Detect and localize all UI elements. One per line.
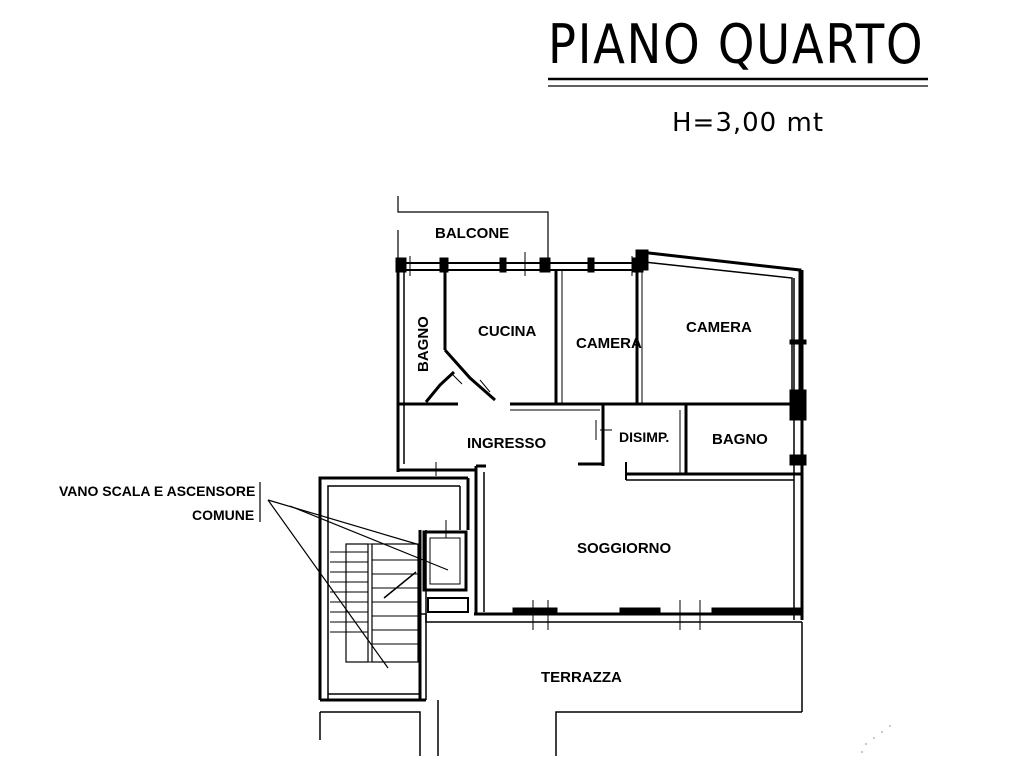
room-label-ingresso: INGRESSO — [467, 435, 547, 452]
page-title: PIANO QUARTO — [548, 13, 925, 76]
room-label-cucina: CUCINA — [478, 323, 536, 340]
room-label-terrazza: TERRAZZA — [541, 669, 622, 686]
annotation-line-1: VANO SCALA E ASCENSORE — [59, 483, 255, 499]
annotation-leaders — [259, 482, 449, 669]
room-label-camera-1: CAMERA — [576, 335, 642, 352]
scan-noise — [861, 725, 891, 753]
room-label-bagno-2: BAGNO — [712, 431, 768, 448]
room-label-balcone: BALCONE — [435, 225, 509, 242]
room-label-camera-2: CAMERA — [686, 319, 752, 336]
room-label-disimpegno: DISIMP. — [619, 429, 669, 445]
terrace-outline — [319, 613, 803, 756]
interior-walls — [398, 262, 802, 481]
outer-walls — [395, 249, 807, 630]
balcony-outline — [397, 196, 549, 262]
annotation-line-2: COMUNE — [192, 507, 254, 523]
room-label-bagno-1: BAGNO — [415, 316, 432, 372]
title-underline — [548, 77, 928, 87]
room-label-soggiorno: SOGGIORNO — [577, 540, 672, 557]
stair-elevator-block — [318, 476, 470, 702]
ceiling-height-note: H=3,00 mt — [672, 108, 825, 138]
